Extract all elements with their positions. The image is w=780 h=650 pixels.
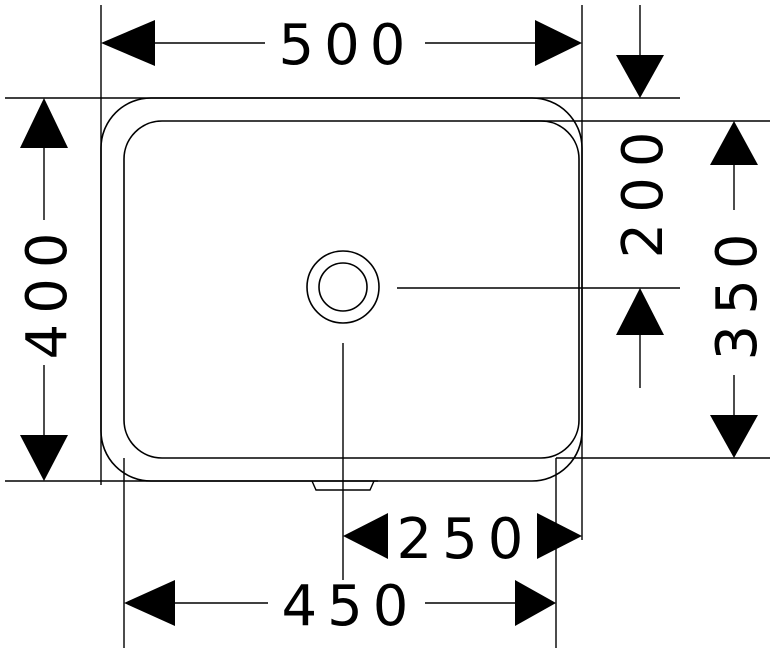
arrow-drain-to-back-top [616,55,664,98]
arrow-drain-to-side-left [343,513,388,559]
label-inner-width: 450 [282,574,419,639]
basin-outer-outline [100,97,583,482]
label-drain-to-back: 200 [611,122,676,259]
arrow-inner-depth-bottom [710,415,758,458]
arrow-overall-depth-top [20,98,68,148]
drain-outer-ring [306,250,380,324]
arrow-overall-width-right [535,20,582,66]
arrow-drain-to-side-right [537,513,582,559]
label-overall-width: 500 [279,13,416,78]
arrow-inner-width-right [515,580,556,626]
arrow-overall-width-left [101,20,155,66]
label-inner-depth: 350 [705,224,770,361]
arrow-overall-depth-bottom [20,435,68,481]
arrow-drain-to-back-bottom [616,288,664,335]
label-overall-depth: 400 [15,223,80,360]
arrow-inner-width-left [124,580,175,626]
label-drain-to-side: 250 [397,507,534,572]
drain-inner-ring [318,262,368,312]
basin-inner-outline [123,120,580,459]
arrow-inner-depth-top [710,121,758,165]
